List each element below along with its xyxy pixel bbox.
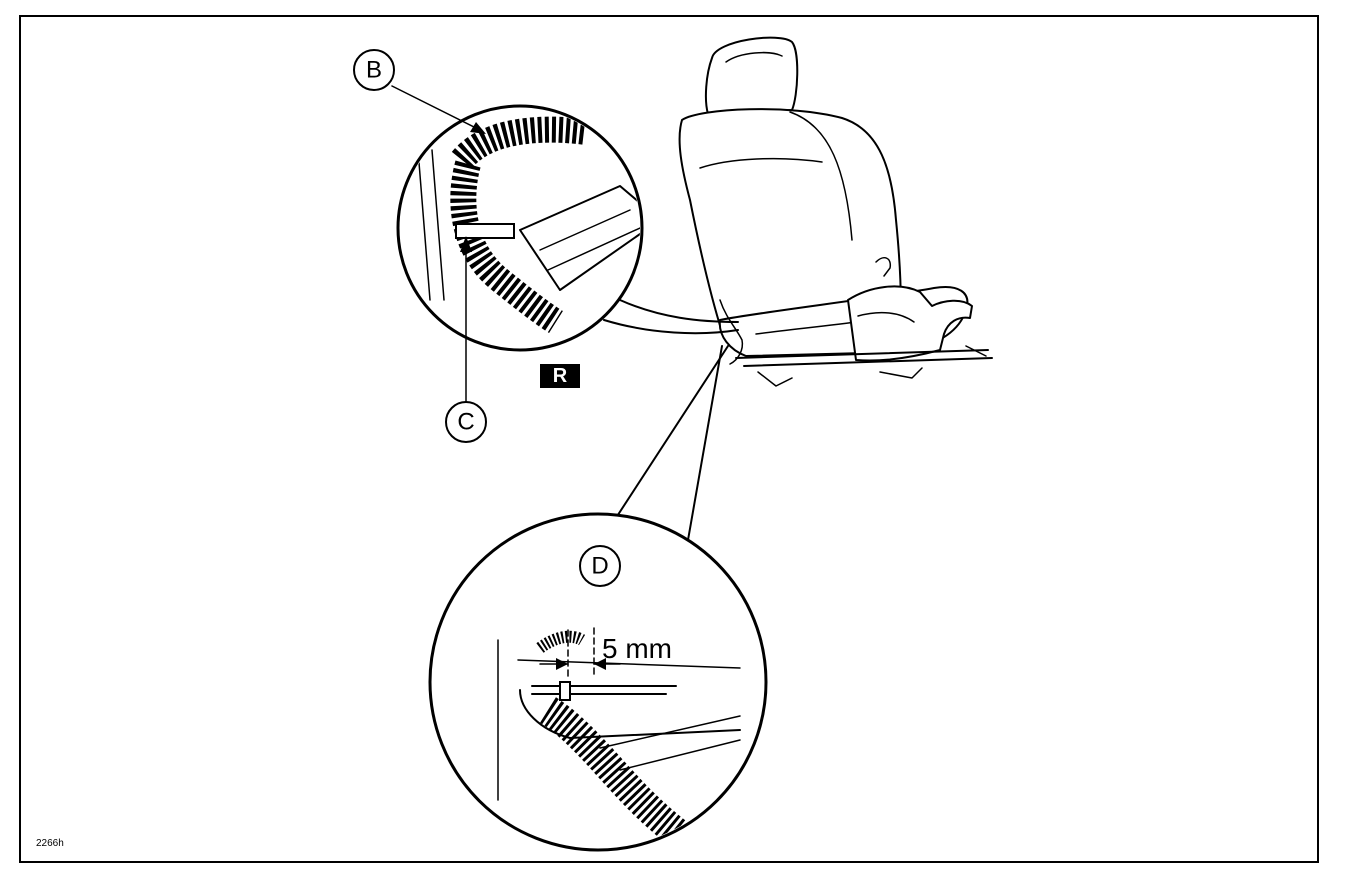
callout-b: B: [353, 49, 486, 134]
seat-illustration: [678, 36, 993, 387]
svg-text:B: B: [366, 57, 382, 84]
svg-text:C: C: [457, 409, 474, 436]
figure-frame: [19, 15, 1319, 863]
svg-text:D: D: [591, 553, 608, 580]
dimension-label: 5 mm: [602, 633, 672, 664]
side-badge-r: R: [540, 364, 580, 388]
callout-c: C: [445, 236, 487, 443]
figure-code: 2266h: [36, 838, 64, 849]
detail-circle-bc: [396, 104, 739, 352]
svg-text:R: R: [553, 365, 568, 387]
callout-d: D: [579, 545, 621, 587]
